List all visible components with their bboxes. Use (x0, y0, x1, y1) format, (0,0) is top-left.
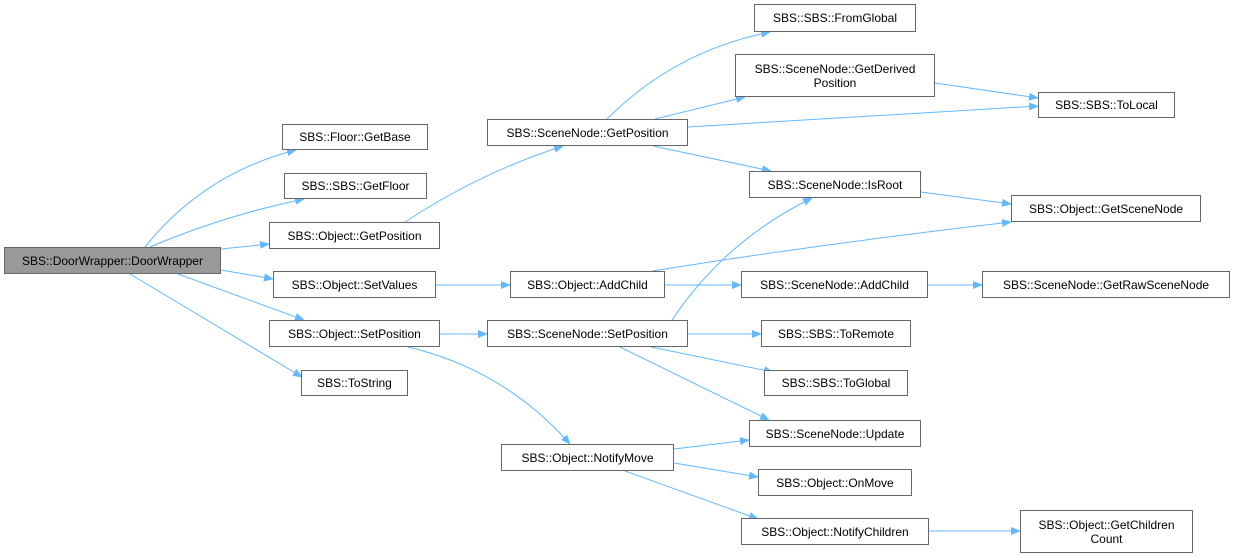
edge-scenenode_getposition-to-sbs_tolocal (687, 102, 1039, 128)
node-doorwrapper: SBS::DoorWrapper::DoorWrapper (4, 247, 221, 274)
edge-doorwrapper-to-object_setvalues (220, 269, 274, 282)
node-object-onmove[interactable]: SBS::Object::OnMove (758, 469, 912, 496)
edge-object_notifymove-to-object_onmove (673, 462, 759, 480)
node-sbs-getfloor[interactable]: SBS::SBS::GetFloor (284, 173, 427, 199)
node-sbs-tolocal[interactable]: SBS::SBS::ToLocal (1038, 92, 1175, 118)
node-scenenode-addchild[interactable]: SBS::SceneNode::AddChild (741, 271, 928, 298)
node-scenenode-getderivedposition[interactable]: SBS::SceneNode::GetDerived Position (735, 54, 935, 97)
edge-object_addchild-to-object_getscenenode (651, 219, 1012, 272)
node-scenenode-getposition[interactable]: SBS::SceneNode::GetPosition (487, 119, 688, 146)
node-object-getposition[interactable]: SBS::Object::GetPosition (269, 222, 440, 249)
edge-scenenode_getposition-to-scenenode_getderivedposition (654, 95, 746, 120)
node-object-setvalues[interactable]: SBS::Object::SetValues (273, 271, 436, 298)
node-scenenode-update[interactable]: SBS::SceneNode::Update (749, 420, 921, 447)
edge-doorwrapper-to-object_setposition (177, 273, 305, 321)
node-sbs-fromglobal[interactable]: SBS::SBS::FromGlobal (754, 4, 916, 32)
node-sbs-toremote[interactable]: SBS::SBS::ToRemote (761, 320, 911, 347)
edge-scenenode_getposition-to-scenenode_isroot (652, 145, 772, 174)
edge-doorwrapper-to-tostring (129, 273, 303, 378)
edge-scenenode_getderivedposition-to-sbs_tolocal (934, 82, 1039, 101)
edge-scenenode_setposition-to-sbs_toglobal (650, 346, 774, 375)
edge-scenenode_setposition-to-scenenode_update (619, 346, 770, 421)
edge-scenenode_getposition-to-sbs_fromglobal (606, 29, 771, 120)
edge-doorwrapper-to-floor_getbase (144, 148, 297, 248)
edge-doorwrapper-to-object_getposition (220, 240, 270, 250)
edge-object_notifymove-to-object_notifychildren (624, 470, 759, 520)
node-object-getchildrencount[interactable]: SBS::Object::GetChildren Count (1020, 510, 1193, 553)
node-scenenode-setposition[interactable]: SBS::SceneNode::SetPosition (487, 320, 688, 347)
node-object-setposition[interactable]: SBS::Object::SetPosition (269, 320, 440, 347)
edge-scenenode_setposition-to-scenenode_isroot (671, 197, 813, 321)
edge-object_setposition-to-object_notifymove (407, 346, 571, 445)
node-object-getscenenode[interactable]: SBS::Object::GetSceneNode (1011, 195, 1201, 222)
edge-scenenode_isroot-to-object_getscenenode (920, 191, 1012, 207)
edge-doorwrapper-to-sbs_getfloor (149, 196, 305, 248)
node-scenenode-isroot[interactable]: SBS::SceneNode::IsRoot (749, 171, 921, 198)
node-object-notifychildren[interactable]: SBS::Object::NotifyChildren (741, 518, 929, 545)
edges-layer (129, 29, 1039, 535)
edge-object_getposition-to-scenenode_getposition (404, 144, 564, 223)
node-sbs-toglobal[interactable]: SBS::SBS::ToGlobal (764, 370, 908, 396)
node-object-addchild[interactable]: SBS::Object::AddChild (510, 271, 665, 298)
node-object-notifymove[interactable]: SBS::Object::NotifyMove (501, 444, 674, 471)
node-tostring[interactable]: SBS::ToString (301, 370, 408, 396)
node-scenenode-getrawscenenode[interactable]: SBS::SceneNode::GetRawSceneNode (982, 271, 1230, 298)
node-floor-getbase[interactable]: SBS::Floor::GetBase (282, 124, 428, 150)
edge-object_notifymove-to-scenenode_update (673, 437, 750, 450)
